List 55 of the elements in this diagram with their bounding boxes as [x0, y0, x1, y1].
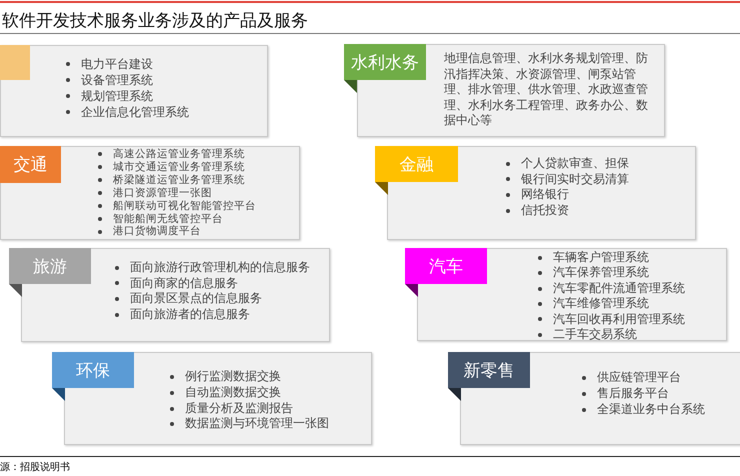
content-card [21, 248, 330, 342]
bullet-item: 船闸联动可视化智能管控平台 [113, 200, 256, 213]
bullet-item: 例行监测数据交换 [185, 369, 282, 385]
bullet-item: 港口货物调度平台 [113, 225, 202, 238]
bullet-item: 设备管理系统 [81, 72, 154, 88]
bullet-item: 信托投资 [521, 202, 570, 218]
bullet-item: 面向旅游者的信息服务 [130, 306, 251, 322]
bullet-item: 车辆客户管理系统 [553, 250, 650, 266]
content-card [417, 248, 727, 341]
category-tab [448, 352, 530, 388]
category-tab [52, 352, 134, 388]
bullet-item: 智能船闸无线管控平台 [113, 212, 224, 225]
content-card [64, 352, 372, 445]
bullet-item: 数据监测与环境管理一张图 [185, 416, 329, 432]
bullet-item: 企业信息化管理系统 [81, 104, 189, 120]
bullet-item: 面向景区景点的信息服务 [130, 291, 263, 307]
content-card [0, 45, 268, 137]
bullet-item: 质量分析及监测报告 [185, 400, 294, 416]
category-label: 汽车 [429, 256, 463, 278]
description-text: 地理信息管理、水利水务规划管理、防汛指挥决策、水资源管理、闸泵站管理、排水管理、供水管理、水政巡查管理、水利水务工程管理、政务办公、数据中心等 [444, 51, 649, 129]
bullet-item: 二手车交易系统 [553, 327, 638, 342]
bullet-item: 全渠道业务中台系统 [597, 402, 705, 418]
bullet-item: 面向商家的信息服务 [130, 276, 239, 292]
bullet-item: 供应链管理平台 [597, 370, 682, 386]
bullet-item: 高速公路运管业务管理系统 [113, 148, 246, 161]
category-label: 金融 [400, 154, 434, 176]
bullet-item: 桥梁隧道运管业务管理系统 [113, 174, 246, 187]
content-card [387, 146, 696, 240]
bullet-item: 电力平台建设 [81, 56, 154, 72]
category-tab [9, 248, 91, 284]
bullet-item: 港口资源管理一张图 [113, 186, 213, 200]
category-label: 旅游 [33, 256, 67, 278]
content-card [0, 146, 300, 240]
content-card [460, 352, 740, 445]
bullet-item: 银行间实时交易清算 [521, 172, 629, 188]
bullet-item: 汽车维修管理系统 [553, 296, 650, 312]
source-note: 源：招股说明书 [0, 460, 70, 474]
category-label: 水利水务 [351, 52, 419, 74]
bullet-item: 汽车回收再利用管理系统 [553, 312, 685, 328]
category-tab [405, 248, 487, 284]
bullet-item: 汽车零配件流通管理系统 [553, 280, 685, 296]
category-label: 新零售 [464, 360, 514, 382]
bullet-item: 城市交通运管业务管理系统 [113, 160, 246, 174]
bullet-item: 自动监测数据交换 [185, 384, 282, 401]
title: 软件开发技术服务业务涉及的产品及服务 [2, 10, 308, 32]
bullet-item: 个人贷款审查、担保 [521, 156, 629, 172]
bullet-item: 面向旅游行政管理机构的信息服务 [130, 260, 310, 276]
bullet-item: 售后服务平台 [597, 386, 670, 402]
category-tab [375, 146, 458, 182]
category-label: 环保 [76, 360, 110, 382]
bullet-item: 规划管理系统 [81, 88, 154, 104]
category-tab [344, 44, 426, 80]
bullet-item: 汽车保养管理系统 [553, 265, 650, 281]
category-label: 交通 [14, 154, 48, 176]
bullet-item: 网络银行 [521, 187, 570, 203]
